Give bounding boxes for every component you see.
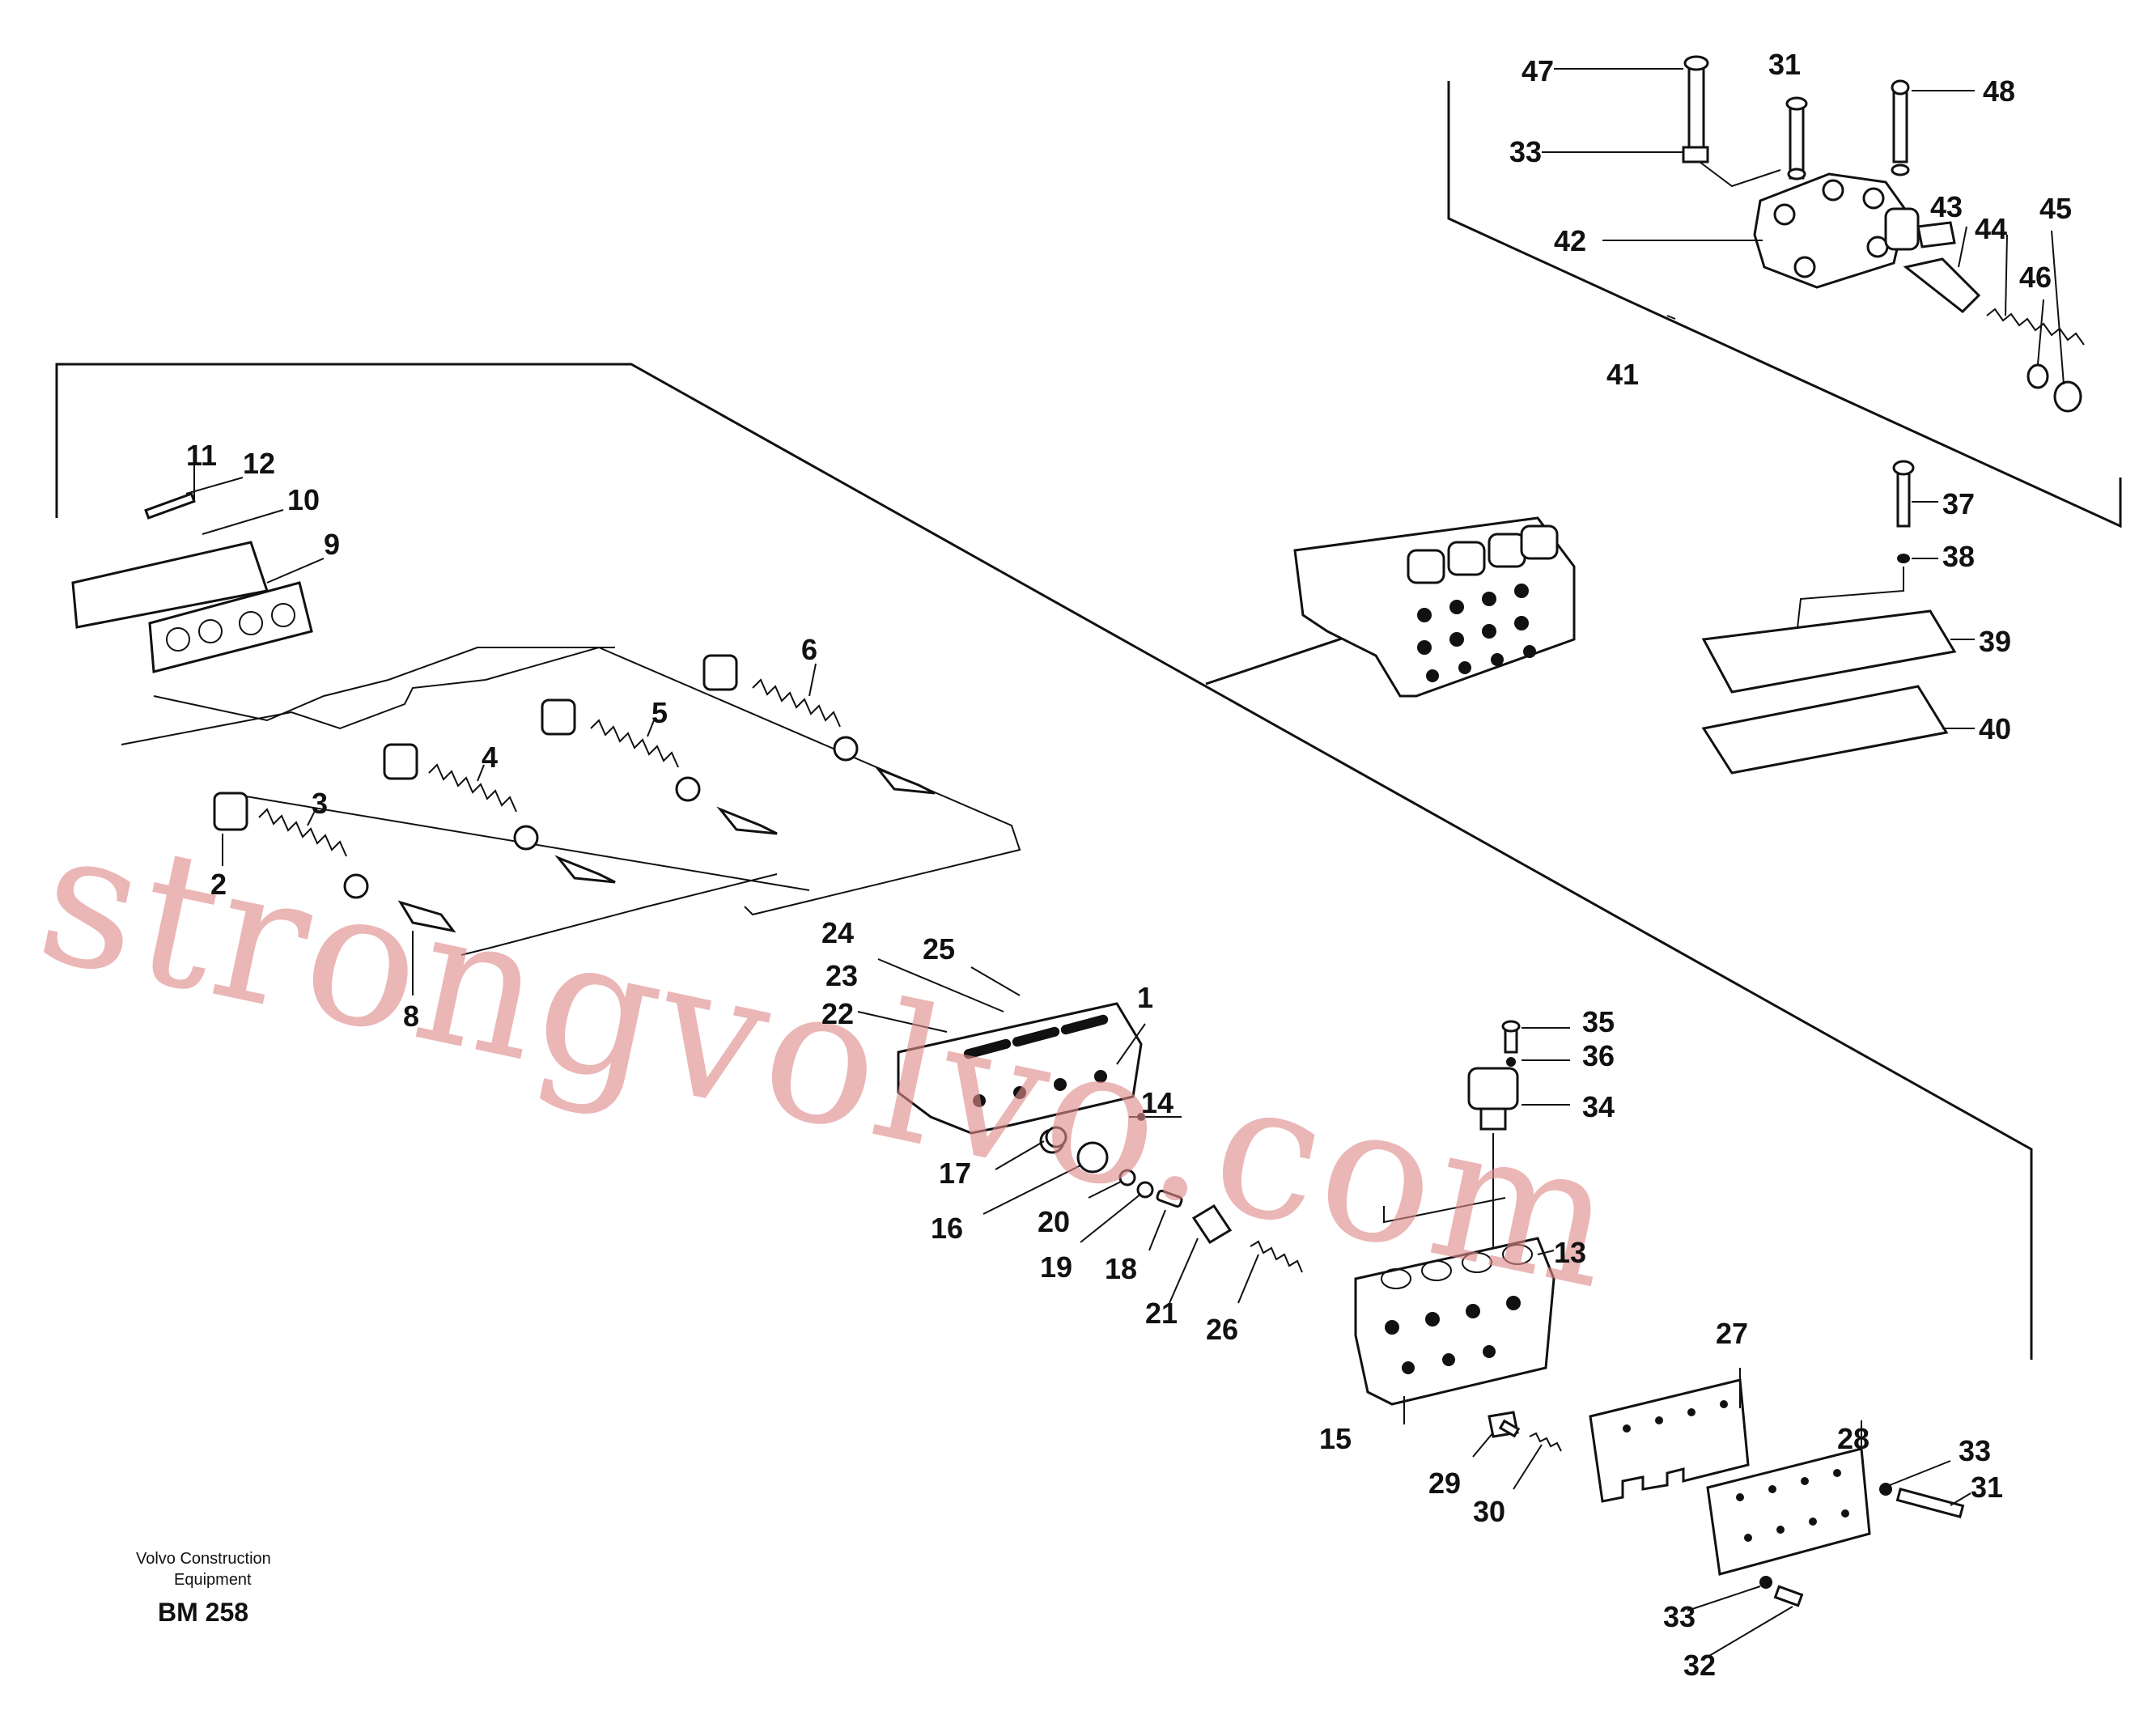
callout-5: 5 xyxy=(651,696,668,729)
callout-14: 14 xyxy=(1141,1086,1173,1119)
callout-3: 3 xyxy=(312,787,328,820)
callout-38: 38 xyxy=(1942,540,1975,573)
callout-13: 13 xyxy=(1554,1236,1586,1269)
callout-25: 25 xyxy=(923,932,955,966)
callout-27: 27 xyxy=(1716,1317,1748,1350)
callout-48: 48 xyxy=(1983,74,2015,108)
callout-11: 11 xyxy=(186,439,217,472)
plates-9-10 xyxy=(71,453,325,673)
callout-33b: 33 xyxy=(1959,1434,1991,1467)
callout-41: 41 xyxy=(1606,358,1639,391)
callout-35: 35 xyxy=(1582,1005,1615,1038)
callout-43: 43 xyxy=(1930,190,1963,223)
callout-47: 47 xyxy=(1522,54,1554,87)
callout-21: 21 xyxy=(1145,1297,1178,1330)
callout-37: 37 xyxy=(1942,487,1975,520)
callout-46: 46 xyxy=(2019,261,2052,294)
spool-spring-group xyxy=(121,646,1021,995)
callout-33c: 33 xyxy=(1663,1600,1696,1633)
callout-24: 24 xyxy=(821,916,854,949)
callout-1: 1 xyxy=(1137,981,1153,1014)
callout-31b: 31 xyxy=(1971,1471,2003,1504)
callout-30: 30 xyxy=(1473,1495,1505,1528)
plates-27-28 xyxy=(1589,1368,1971,1660)
callout-labels: 1 2 3 4 5 6 8 9 10 11 12 13 14 15 16 17 … xyxy=(186,48,2072,1682)
callout-44: 44 xyxy=(1975,212,2007,245)
callout-4: 4 xyxy=(482,741,498,774)
callout-40: 40 xyxy=(1979,712,2011,745)
callout-9: 9 xyxy=(324,528,340,561)
watermark-text: strongvolvo.com xyxy=(23,787,1635,1332)
callout-31a: 31 xyxy=(1768,48,1801,81)
callout-19: 19 xyxy=(1040,1250,1072,1284)
credit-line-2: Equipment xyxy=(174,1571,252,1589)
callout-36: 36 xyxy=(1582,1039,1615,1072)
callout-6: 6 xyxy=(801,633,817,666)
figure-credit: Volvo Construction Equipment BM 258 xyxy=(136,1550,271,1627)
cover-assembly xyxy=(1542,55,2085,413)
callout-42: 42 xyxy=(1554,224,1586,257)
callout-2: 2 xyxy=(210,868,227,901)
figure-code: BM 258 xyxy=(158,1598,248,1627)
callout-17: 17 xyxy=(939,1157,971,1190)
callout-23: 23 xyxy=(825,959,858,992)
callout-10: 10 xyxy=(287,483,320,516)
valve-block-upper xyxy=(1293,516,1576,698)
plates-39-40 xyxy=(1701,460,1975,775)
callout-39: 39 xyxy=(1979,625,2011,658)
callout-16: 16 xyxy=(931,1212,963,1245)
small-parts xyxy=(983,1126,1303,1304)
callout-28: 28 xyxy=(1837,1422,1870,1455)
valve-body-13 xyxy=(1354,1197,1562,1490)
callout-45: 45 xyxy=(2039,192,2072,225)
callout-22: 22 xyxy=(821,997,854,1030)
callout-12: 12 xyxy=(243,447,275,480)
callout-34: 34 xyxy=(1582,1090,1615,1123)
credit-line-1: Volvo Construction xyxy=(136,1550,271,1568)
callout-8: 8 xyxy=(403,1000,419,1033)
callout-33a: 33 xyxy=(1509,135,1542,168)
callout-26: 26 xyxy=(1206,1313,1238,1346)
solenoid-34 xyxy=(1467,1020,1570,1250)
callout-20: 20 xyxy=(1038,1205,1070,1238)
callout-32: 32 xyxy=(1683,1649,1716,1682)
callout-18: 18 xyxy=(1105,1252,1137,1285)
callout-15: 15 xyxy=(1319,1422,1352,1455)
callout-29: 29 xyxy=(1428,1467,1461,1500)
